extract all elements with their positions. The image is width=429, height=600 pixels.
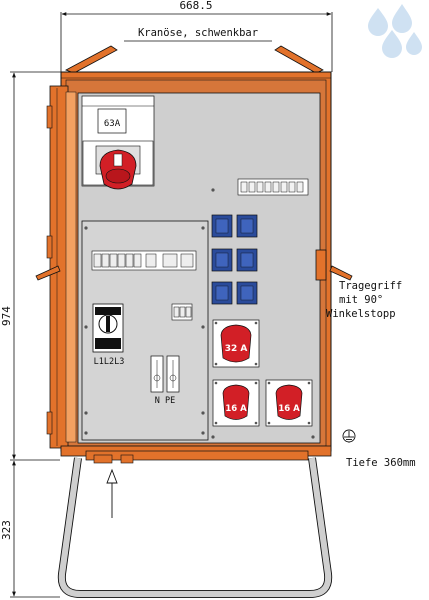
socket-16a-right-label: 16 A bbox=[278, 404, 300, 414]
schuko-socket bbox=[236, 248, 258, 272]
socket-32a-label: 32 A bbox=[225, 344, 248, 354]
schuko-socket bbox=[211, 248, 233, 272]
rcd-terminals-label: N PE bbox=[155, 396, 175, 406]
schuko-socket-grid bbox=[211, 214, 258, 305]
schuko-socket bbox=[236, 214, 258, 238]
device-panel: L1L2L3 N PE bbox=[81, 220, 209, 441]
cee-socket-32a: 32 A bbox=[212, 319, 260, 368]
droplet-watermark-icon bbox=[368, 4, 422, 58]
depth-note: Tiefe 360mm bbox=[346, 457, 416, 469]
schuko-socket bbox=[236, 281, 258, 305]
main-socket-panel: 63A bbox=[81, 95, 155, 190]
width-dimension: 668.5 bbox=[60, 0, 333, 72]
cee-socket-16a-right: 16 A bbox=[265, 379, 313, 427]
carry-handle-right bbox=[315, 249, 353, 281]
crane-eye-label: Kranöse, schwenkbar bbox=[138, 27, 258, 39]
main-fuse-label: 63A bbox=[104, 119, 121, 129]
ground-icon bbox=[342, 429, 356, 443]
stand-height-dimension: 323 bbox=[0, 460, 60, 598]
socket-16a-left-label: 16 A bbox=[225, 404, 247, 414]
stand-height-label: 323 bbox=[0, 520, 13, 540]
crane-eye-handles bbox=[65, 45, 324, 74]
carry-handle-callout: Tragegriff mit 90° Winkelstopp bbox=[326, 280, 402, 320]
crane-eye-callout: Kranöse, schwenkbar bbox=[124, 27, 272, 42]
width-label: 668.5 bbox=[179, 0, 212, 12]
panel-screws-right bbox=[211, 188, 315, 439]
schuko-socket bbox=[211, 214, 233, 238]
handle-label-line3: Winkelstopp bbox=[326, 308, 396, 320]
arrow-up-icon bbox=[106, 468, 118, 518]
schuko-socket bbox=[211, 281, 233, 305]
carry-handle-left bbox=[35, 265, 61, 281]
handle-label-line1: Tragegriff bbox=[339, 280, 402, 292]
cee-socket-16a-left: 16 A bbox=[212, 379, 260, 427]
height-dimension: 974 bbox=[0, 71, 62, 461]
switch-phases-label: L1L2L3 bbox=[94, 357, 125, 367]
terminal-strip-top bbox=[237, 178, 309, 196]
height-label: 974 bbox=[0, 306, 13, 326]
handle-label-line2: mit 90° bbox=[339, 294, 383, 306]
stand-frame bbox=[57, 457, 333, 598]
